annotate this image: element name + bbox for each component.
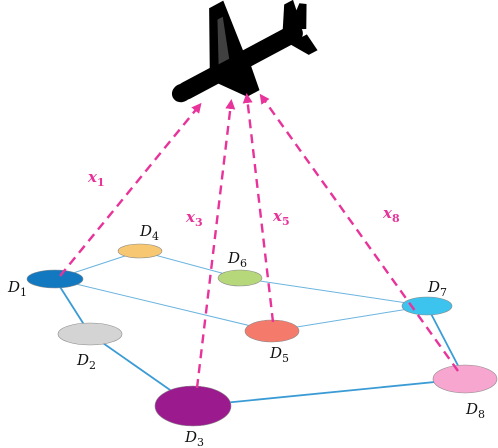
node-label-subscript: 2 (89, 359, 96, 372)
node-label-subscript: 5 (282, 352, 289, 365)
node-label-subscript: 3 (197, 436, 204, 448)
node-label-d3: D3 (184, 428, 204, 448)
node-label-letter: D (269, 344, 282, 362)
node-d5 (244, 319, 300, 343)
node-d6 (217, 269, 263, 287)
uplink-arrow-d3 (195, 99, 236, 389)
uplink-label-letter: x (185, 208, 196, 226)
link-d6-d7 (239, 277, 428, 307)
airplane-icon (171, 0, 318, 103)
node-label-d8: D8 (465, 400, 485, 421)
nodes-layer (26, 243, 498, 427)
node-d2 (57, 322, 123, 346)
node-d8 (432, 364, 498, 394)
node-d7 (401, 296, 453, 316)
link-d5-d7 (271, 305, 428, 332)
node-label-letter: D (76, 351, 89, 369)
node-label-subscript: 4 (152, 230, 159, 243)
uplink-label-subscript: 3 (195, 216, 203, 229)
uplink-label-d8: x8 (382, 204, 400, 225)
node-label-letter: D (184, 428, 197, 446)
node-label-subscript: 8 (478, 408, 485, 421)
node-label-letter: D (427, 278, 440, 296)
uplink-label-d3: x3 (185, 208, 203, 229)
uplink-arrow-d5 (242, 93, 275, 323)
node-label-subscript: 7 (440, 286, 447, 299)
node-label-d4: D4 (139, 222, 159, 243)
uplink-label-subscript: 8 (392, 212, 400, 225)
node-label-letter: D (7, 278, 20, 296)
uplink-label-subscript: 1 (97, 176, 105, 189)
uplink-label-d1: x1 (87, 168, 105, 189)
uplinks-layer (59, 93, 459, 389)
node-label-d2: D2 (76, 351, 96, 372)
link-d3-d8 (192, 378, 466, 407)
node-label-d7: D7 (427, 278, 447, 299)
node-label-d6: D6 (227, 249, 247, 270)
uplink-label-letter: x (272, 207, 283, 225)
node-label-d1: D1 (7, 278, 27, 299)
node-label-subscript: 6 (240, 257, 247, 270)
node-label-letter: D (139, 222, 152, 240)
node-label-subscript: 1 (20, 286, 27, 299)
node-d4 (117, 243, 163, 259)
node-label-d5: D5 (269, 344, 289, 365)
link-d1-d5 (54, 278, 273, 332)
node-d1 (26, 269, 84, 289)
uplink-label-d5: x5 (272, 207, 290, 228)
uplink-arrow-d1 (59, 102, 202, 277)
node-label-letter: D (465, 400, 478, 418)
node-label-letter: D (227, 249, 240, 267)
uplink-label-subscript: 5 (282, 215, 290, 228)
node-d3 (154, 385, 232, 427)
uplink-arrow-d8 (259, 93, 459, 372)
uplink-label-letter: x (382, 204, 393, 222)
uplink-label-letter: x (87, 168, 98, 186)
